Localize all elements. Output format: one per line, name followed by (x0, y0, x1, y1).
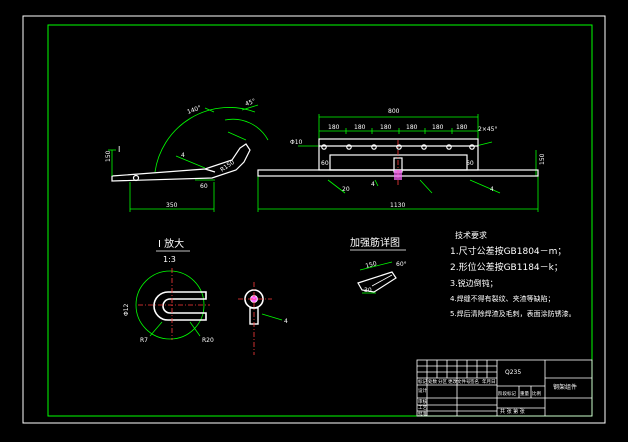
dim-pitch-4: 180 (406, 124, 418, 131)
detail-i-dim-d2: R20 (202, 337, 214, 344)
bend-detail-dim-len: 150 (365, 260, 378, 270)
bend-detail-title: 加强筋详图 (350, 236, 400, 249)
dim-pitch-5: 180 (432, 124, 444, 131)
tech-requirement-1: 1.尺寸公差按GB1804－m； (450, 245, 566, 257)
detail-i-title: I 放大 (158, 237, 184, 250)
dim-stub: 60 (200, 183, 208, 190)
eye-section: 4 (238, 282, 288, 355)
main-view: 800 180 180 180 180 180 180 150 350 1130… (105, 98, 546, 212)
bend-detail: 加强筋详图 150 60° 30 (350, 236, 407, 294)
dim-callout-right: 4 (490, 186, 494, 193)
dim-small: 20 (342, 186, 350, 193)
detail-i-dim-d1: R7 (140, 337, 148, 344)
bent-arm (111, 143, 251, 182)
inner-frame (47, 24, 593, 417)
dim-pitch-6: 180 (456, 124, 468, 131)
tech-requirement-5: 5.焊后清除焊渣及毛刺，表面涂防锈漆。 (450, 309, 576, 318)
tb-sheet-info: 共 张 第 张 (500, 408, 525, 415)
tb-weight: 重量 (520, 390, 529, 397)
tb-cell-4: 更改文件号 (448, 378, 471, 385)
dim-angle-b: 45° (244, 98, 256, 108)
dim-overall-length: 1130 (390, 202, 405, 209)
tb-cell-5: 签名 (470, 378, 479, 385)
bend-detail-plate (357, 271, 397, 293)
dim-mid-b: 60 (466, 160, 474, 167)
tb-row-process: 工艺 (418, 405, 427, 411)
arc-dimension-2 (224, 118, 269, 141)
tb-cell-2: 处数 (428, 378, 437, 385)
dim-small2: 2×45° (478, 126, 497, 133)
weld-mark (394, 170, 402, 180)
tech-requirement-3: 3.锐边倒钝； (450, 278, 498, 288)
balloon-label-i: I (118, 145, 120, 154)
dim-mid-a: 60 (321, 160, 329, 167)
tb-cell-1: 标记 (418, 378, 427, 385)
dim-left-length: 350 (166, 202, 178, 209)
arc-dimension (154, 107, 256, 173)
eye-leader (261, 313, 283, 321)
title-block: 标记 处数 分区 更改文件号 签名 年月日 设计 审核 工艺 批准 Q235 阶… (416, 359, 593, 417)
dim-left-height: 150 (105, 150, 112, 162)
dim-right-height: 150 (539, 153, 546, 165)
tb-drawing-name: 钢架组件 (553, 383, 577, 391)
detail-i-scale: 1:3 (163, 255, 176, 264)
tech-requirement-2: 2.形位公差按GB1184－k； (450, 261, 563, 273)
bend-detail-dim-ang: 60° (396, 261, 407, 268)
tb-row-review: 审核 (418, 398, 427, 405)
bend-detail-fold (371, 274, 393, 287)
detail-i-dim-width: Φ12 (123, 303, 130, 316)
dim-pitch-2: 180 (354, 124, 366, 131)
dim-top-overall: 800 (388, 108, 400, 115)
tech-requirements: 技术要求 1.尺寸公差按GB1804－m； 2.形位公差按GB1184－k； 3… (450, 230, 576, 318)
outer-border (22, 15, 606, 424)
tb-ratio: 比例 (532, 390, 541, 397)
detail-i: I 放大 1:3 Φ12 R7 R20 (123, 237, 214, 344)
dim-hole: Φ10 (290, 139, 303, 146)
tech-requirement-4: 4.焊缝不得有裂纹、夹渣等缺陷； (450, 294, 555, 303)
tb-row-approve: 批准 (418, 410, 427, 417)
bend-detail-dim-w: 30 (364, 287, 372, 294)
dim-callout-mid: 4 (371, 181, 375, 188)
dim-pitch-1: 180 (328, 124, 340, 131)
tech-requirements-heading: 技术要求 (455, 230, 487, 240)
tb-cell-6: 年月日 (482, 378, 496, 385)
eye-dim-side: 4 (284, 318, 288, 325)
detail-i-boundary (135, 270, 205, 340)
dim-pitch-3: 180 (380, 124, 392, 131)
detail-i-dimlines (149, 321, 201, 337)
detail-i-hook (153, 291, 207, 321)
tb-material: Q235 (505, 369, 521, 376)
tb-row-design: 设计 (418, 387, 427, 394)
main-view-dimlines (108, 104, 539, 212)
tb-stage: 阶段标记 (498, 390, 516, 397)
dim-angle-a: 140° (186, 104, 202, 116)
tb-cell-3: 分区 (438, 378, 447, 385)
dim-callout-left: 4 (181, 152, 185, 159)
bend-detail-dimlines (359, 261, 393, 294)
